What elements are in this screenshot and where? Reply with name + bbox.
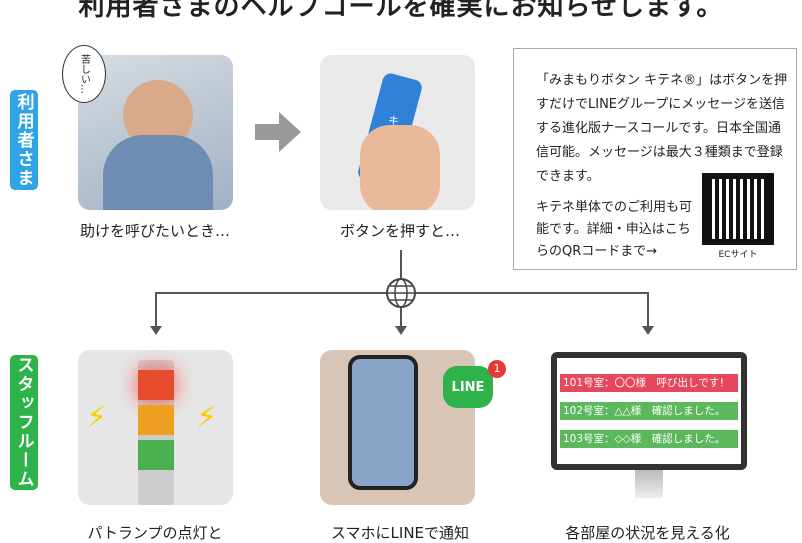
staff-side-label: スタッフルーム: [10, 355, 38, 490]
user-side-label: 利用者さま: [10, 90, 38, 190]
speech-bubble: 苦しい…: [62, 45, 106, 103]
caption-visualize: 各部屋の状況を見える化: [565, 524, 730, 542]
caption-call-for-help: 助けを呼びたいとき…: [79, 222, 230, 240]
patrol-lamp-image: ⚡ ⚡: [78, 350, 233, 505]
connector: [647, 292, 649, 326]
connector: [400, 250, 402, 280]
flash-icon: ⚡: [196, 400, 218, 435]
info-box: 「みまもりボタン キテネ®」はボタンを押すだけでLINEグループにメッセージを送…: [513, 48, 797, 270]
room-status-row: 103号室：◇◇様 確認しました。: [560, 430, 738, 448]
button-press-image: キテネ: [320, 55, 475, 210]
connector: [155, 292, 157, 326]
caption-patrol-lamp: パトランプの点灯と: [87, 524, 223, 542]
connector: [400, 304, 402, 326]
caption-line-notify: スマホにLINEで通知: [330, 524, 470, 542]
down-arrow-icon: [150, 326, 162, 335]
caption-press-button: ボタンを押すと…: [339, 222, 460, 240]
down-arrow-icon: [642, 326, 654, 335]
page-title: 利用者さまのヘルプコールを確実にお知らせします。: [78, 0, 724, 22]
info-paragraph-2: キテネ単体でのご利用も可能です。詳細・申込はこちらのQRコードまで→: [536, 200, 693, 259]
flash-icon: ⚡: [86, 400, 108, 435]
qr-code[interactable]: [702, 173, 774, 245]
info-paragraph: 「みまもりボタン キテネ®」はボタンを押すだけでLINEグループにメッセージを送…: [536, 73, 788, 184]
right-arrow-icon: [255, 112, 301, 152]
notification-badge: 1: [488, 360, 506, 378]
room-status-row: 102号室：△△様 確認しました。: [560, 402, 738, 420]
monitor-image: 101号室：〇〇様 呼び出しです！ 102号室：△△様 確認しました。 103号…: [551, 352, 747, 470]
qr-label: ECサイト: [718, 250, 758, 260]
globe-icon: [386, 278, 416, 308]
line-logo: LINE: [443, 366, 493, 408]
elderly-man-image: [78, 55, 233, 210]
room-status-row: 101号室：〇〇様 呼び出しです！: [560, 374, 738, 392]
monitor-stand: [635, 470, 663, 498]
down-arrow-icon: [395, 326, 407, 335]
